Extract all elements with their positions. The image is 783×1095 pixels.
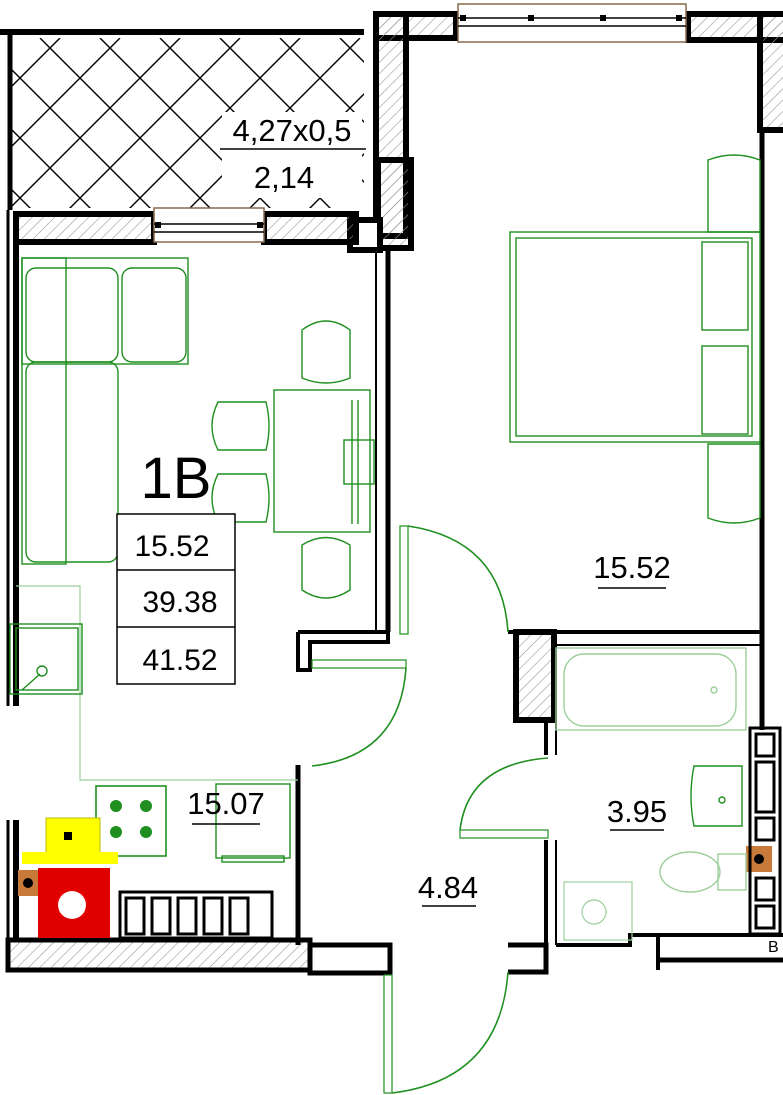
hallway-area: 4.84 [418,870,478,905]
bed [509,231,761,443]
stove [95,785,167,857]
wardrobe [118,890,274,940]
doors [311,525,549,1094]
balcony-dimensions: 4,27x0,5 [233,113,352,148]
balcony-area: 2,14 [254,160,314,195]
sofa [21,257,189,565]
kitchen-window [153,207,265,243]
toilet [659,851,747,893]
balcony: 4,27x0,5 2,14 [0,29,366,210]
unit-label: 1B [141,446,212,511]
electrical-panel [38,868,110,938]
total-with-balcony-value: 41.52 [142,644,217,677]
kitchen-counter [16,585,298,781]
edge-text: B [768,939,779,956]
dining-chairs [211,320,351,599]
bedroom-window [457,3,687,43]
floor-drain [563,881,633,941]
kitchen-sink [9,623,83,695]
bathtub [555,647,747,731]
boiler [22,817,118,864]
living-area-value: 15.52 [134,530,209,563]
meter-box [18,846,772,896]
riser-shaft [748,726,782,936]
walls [5,11,783,976]
dining-table [273,389,375,533]
bedroom-area: 15.52 [593,550,671,585]
summary-box: 15.52 39.38 41.52 [116,513,236,685]
total-area-value: 39.38 [142,586,217,619]
kitchen-living-area: 15.07 [187,786,265,821]
nightstands [707,154,761,524]
bathroom-area: 3.95 [607,794,667,829]
washing-machine [215,783,291,863]
washbasin [690,765,743,827]
